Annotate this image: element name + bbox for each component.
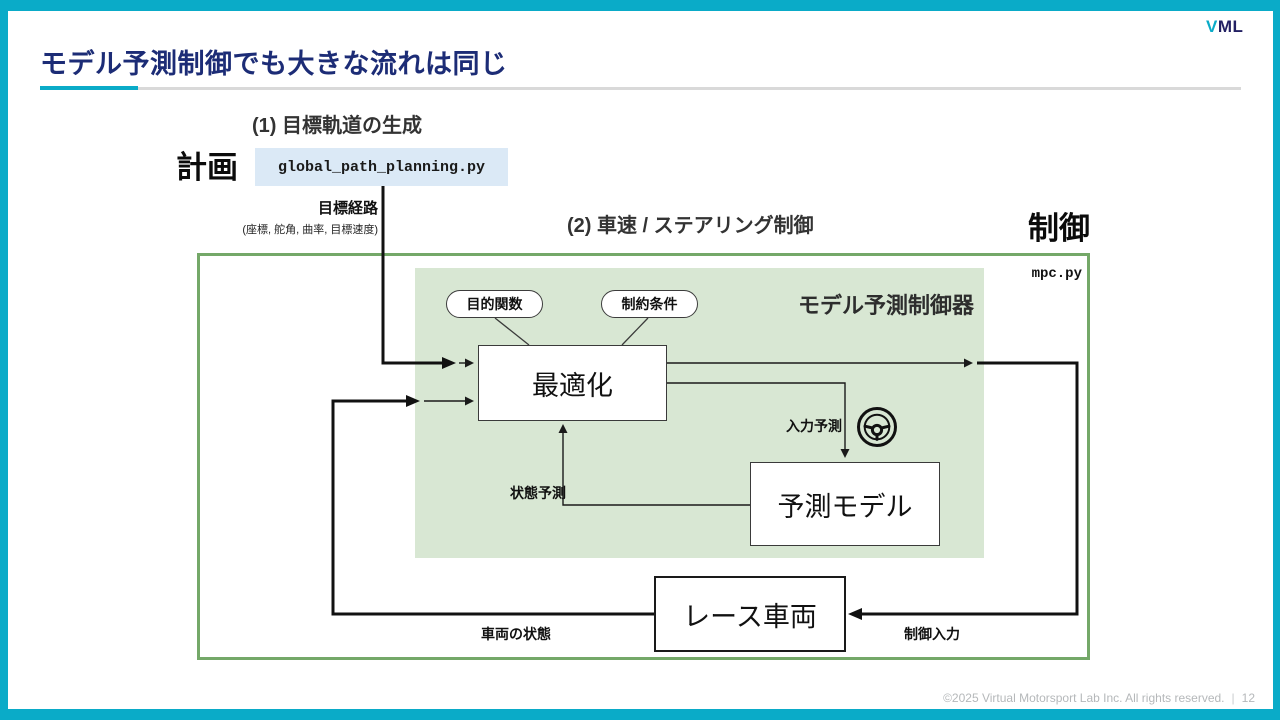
target-path-label: 目標経路 bbox=[317, 200, 378, 217]
planning-file-box: global_path_planning.py bbox=[255, 148, 508, 186]
title-underline-accent bbox=[40, 86, 138, 90]
footer-page-number: 12 bbox=[1241, 691, 1255, 705]
constraints-pill: 制約条件 bbox=[601, 290, 698, 318]
vml-logo-ml: ML bbox=[1217, 17, 1244, 36]
race-vehicle-box: レース車両 bbox=[654, 576, 846, 652]
footer: ©2025 Virtual Motorsport Lab Inc. All ri… bbox=[700, 691, 1255, 705]
objective-function-pill: 目的関数 bbox=[446, 290, 543, 318]
slide-frame-right bbox=[1273, 0, 1280, 720]
input-prediction-label: 入力予測 bbox=[786, 418, 842, 434]
control-stage-label: 制御 bbox=[1028, 211, 1090, 246]
mpc-controller-label: モデル予測制御器 bbox=[797, 293, 974, 318]
slide-frame-bottom bbox=[0, 709, 1280, 720]
step1-label: (1) 目標軌道の生成 bbox=[252, 115, 422, 137]
footer-separator: | bbox=[1231, 691, 1235, 705]
target-path-detail: (座標, 舵角, 曲率, 目標速度) bbox=[242, 224, 378, 236]
vml-logo: VML bbox=[1206, 17, 1243, 37]
vehicle-state-label: 車両の状態 bbox=[481, 626, 551, 642]
steering-wheel-icon bbox=[857, 407, 897, 447]
optimization-box: 最適化 bbox=[478, 345, 667, 421]
title-underline-gray bbox=[138, 87, 1241, 90]
control-input-label: 制御入力 bbox=[904, 626, 960, 642]
footer-copyright: ©2025 Virtual Motorsport Lab Inc. All ri… bbox=[943, 691, 1225, 705]
step2-label: (2) 車速 / ステアリング制御 bbox=[567, 215, 814, 237]
state-prediction-label: 状態予測 bbox=[510, 485, 566, 501]
planning-stage-label: 計画 bbox=[176, 150, 238, 185]
mpc-file-label: mpc.py bbox=[1031, 266, 1082, 282]
slide-frame-left bbox=[0, 0, 8, 720]
prediction-model-box: 予測モデル bbox=[750, 462, 940, 546]
slide-frame-top bbox=[0, 0, 1280, 11]
vml-logo-v: V bbox=[1206, 17, 1218, 36]
slide-title: モデル予測制御でも大きな流れは同じ bbox=[40, 49, 508, 79]
